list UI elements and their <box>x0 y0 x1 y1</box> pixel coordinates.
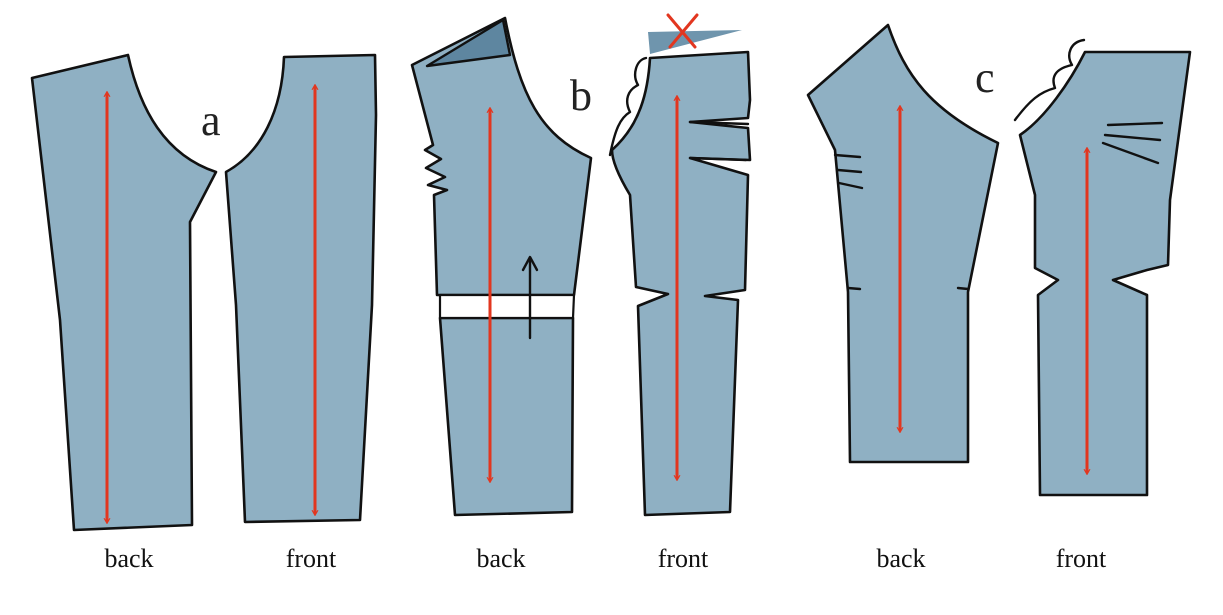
panel-a: a back front <box>30 53 378 573</box>
panel-c-front-crotch-curve <box>1013 38 1086 122</box>
panel-a-back-label: back <box>104 544 153 573</box>
red-x-icon <box>666 13 699 49</box>
panel-a-front-label: front <box>286 544 337 573</box>
panel-c-back-dart-lines <box>833 153 864 190</box>
panel-b-front-piece <box>610 50 752 517</box>
panel-c: c back front <box>806 23 1192 573</box>
panel-b-front-crotch-curve <box>608 56 648 157</box>
panel-c-back-label: back <box>876 544 925 573</box>
panel-b-back-lower-piece <box>438 316 575 517</box>
panel-c-back-piece <box>806 23 1000 464</box>
panel-c-front-label: front <box>1056 544 1107 573</box>
up-arrow-icon <box>521 255 539 340</box>
panel-a-front-piece <box>224 53 378 524</box>
panel-b-back-label: back <box>476 544 525 573</box>
panel-a-letter: a <box>201 96 221 145</box>
panel-b-back-spread-gap <box>438 293 576 320</box>
panel-c-letter: c <box>975 53 995 102</box>
panel-b-back-wedge <box>425 18 512 68</box>
panel-c-front-dart-lines <box>1101 121 1164 165</box>
panel-b-front-label: front <box>658 544 709 573</box>
panel-a-back-piece <box>30 53 218 532</box>
panel-c-front-piece <box>1018 50 1192 497</box>
panel-b-back-upper-piece <box>410 16 593 297</box>
panel-b: b back front <box>410 13 752 573</box>
panel-b-front-dart-lines <box>688 120 750 162</box>
panel-c-back-hip-marks <box>846 286 970 291</box>
panel-b-letter: b <box>570 71 592 120</box>
panel-b-front-removed-wedge <box>648 30 742 54</box>
